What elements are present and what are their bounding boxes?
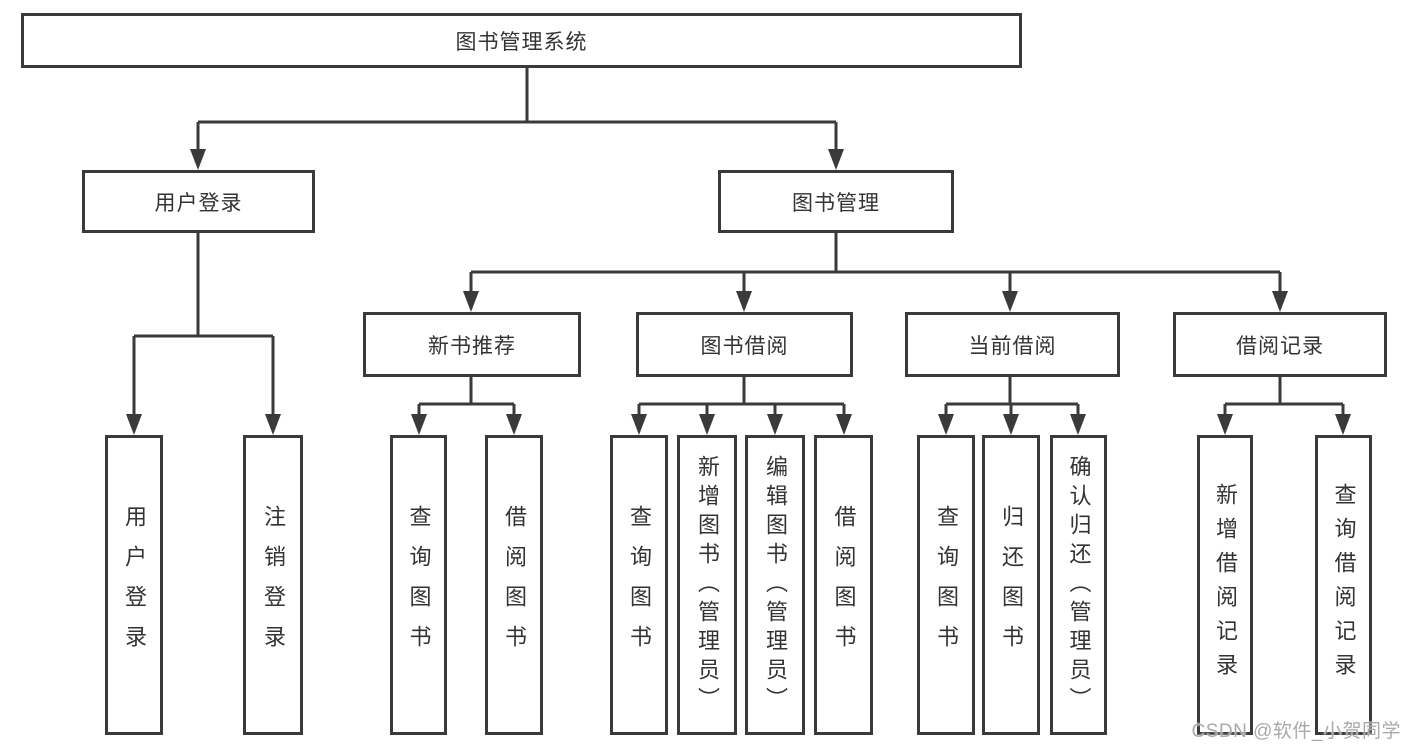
leaf-add-books-admin: 新增图书（管理员） — [677, 435, 737, 735]
node-label: 图书管理 — [792, 191, 880, 215]
node-borrowing-records: 借阅记录 — [1173, 312, 1387, 377]
leaf-borrow-books-recommend: 借阅图书 — [485, 435, 543, 735]
node-user-login: 用户登录 — [82, 170, 315, 233]
leaf-query-borrow-record: 查询借阅记录 — [1315, 435, 1372, 735]
node-book-management: 图书管理 — [718, 170, 954, 233]
leaf-query-books-recommend: 查询图书 — [390, 435, 447, 735]
leaf-label: 查询图书 — [627, 505, 652, 665]
leaf-label: 借阅图书 — [831, 505, 857, 665]
node-label: 新书推荐 — [428, 334, 516, 358]
leaf-user-login: 用户登录 — [105, 435, 163, 735]
leaf-logout: 注销登录 — [243, 435, 303, 735]
leaf-label: 借阅图书 — [502, 505, 527, 665]
leaf-add-borrow-record: 新增借阅记录 — [1197, 435, 1253, 735]
csdn-watermark: CSDN @软件_小贺同学 — [1191, 721, 1401, 742]
leaf-label: 确认归还（管理员） — [1066, 454, 1092, 716]
node-library-management-system: 图书管理系统 — [21, 13, 1022, 68]
node-label: 借阅记录 — [1236, 334, 1324, 358]
node-current-borrowing: 当前借阅 — [905, 312, 1120, 377]
leaf-label: 查询借阅记录 — [1331, 483, 1357, 687]
leaf-confirm-return-admin: 确认归还（管理员） — [1050, 435, 1107, 735]
leaf-query-books-current: 查询图书 — [917, 435, 975, 735]
leaf-label: 查询图书 — [406, 505, 432, 665]
leaf-edit-books-admin: 编辑图书（管理员） — [745, 435, 805, 735]
leaf-label: 用户登录 — [122, 505, 147, 665]
node-book-borrowing: 图书借阅 — [636, 312, 853, 377]
leaf-label: 查询图书 — [934, 505, 959, 665]
leaf-label: 新增借阅记录 — [1213, 483, 1238, 687]
node-label: 用户登录 — [154, 191, 243, 215]
leaf-borrow-books: 借阅图书 — [814, 435, 873, 735]
leaf-label: 归还图书 — [999, 505, 1024, 665]
leaf-label: 注销登录 — [261, 505, 286, 665]
leaf-label: 新增图书（管理员） — [695, 454, 720, 716]
node-label: 图书管理系统 — [455, 30, 588, 54]
leaf-query-books-borrow: 查询图书 — [610, 435, 668, 735]
node-label: 当前借阅 — [968, 334, 1057, 358]
leaf-label: 编辑图书（管理员） — [763, 454, 788, 716]
leaf-return-books: 归还图书 — [982, 435, 1040, 735]
node-label: 图书借阅 — [700, 334, 789, 358]
node-new-book-recommend: 新书推荐 — [363, 312, 581, 377]
